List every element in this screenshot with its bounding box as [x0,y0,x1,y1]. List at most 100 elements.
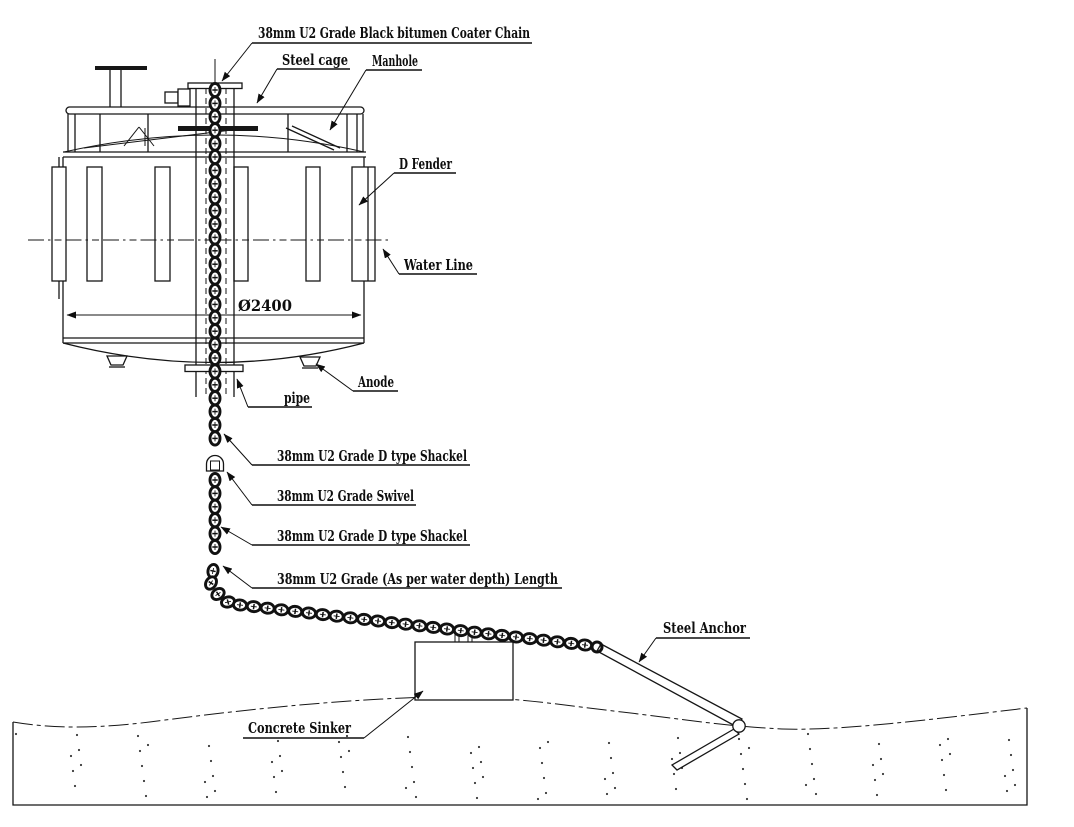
seabed-border [12,708,1028,806]
chain-link [208,256,222,273]
steel-anchor [596,643,746,771]
seabed-dot [879,757,883,761]
chain-link [300,605,318,621]
seabed-dot [540,761,544,765]
chain-link [208,336,222,353]
pipe-side-fitting [164,91,179,104]
chain-link [521,631,539,646]
seabed-dot [347,749,351,753]
seabed-dot [806,732,810,736]
seabed-dot [272,775,276,779]
chain-link [465,624,484,640]
chain-link [507,629,525,645]
label-swivel: 38mm U2 Grade Swivel [277,488,414,505]
chain-link [208,512,222,529]
fender [86,166,103,282]
label-pipe: pipe [284,390,310,407]
seabed-surface-line [12,696,1028,730]
seabed-dot [144,794,148,798]
chain-link [208,498,222,515]
seabed-dot [544,791,548,795]
anchor-fluke [670,728,741,771]
seabed-dot [873,778,877,782]
seabed-dot [810,762,814,766]
label-chain-length: 38mm U2 Grade (As per water depth) Lengt… [277,571,558,588]
seabed-dot [142,779,146,783]
chain-link [208,215,222,233]
seabed-dot [71,769,75,773]
label-steel-cage: Steel cage [282,52,348,69]
chain-link [327,608,346,624]
chain-link [208,175,222,192]
fender-d-profile [351,166,376,282]
cage-braces [83,126,233,149]
chain-end-ring [590,640,604,654]
fender [233,166,249,282]
seabed-dot [1007,738,1011,742]
seabed-dot [670,757,674,761]
chain-link [548,634,567,650]
seabed-dot [339,755,343,759]
seabed-dot [211,774,215,778]
chain-link [208,202,222,219]
chain-link [208,309,222,326]
seabed-dot [804,783,808,787]
seabed-dot [203,780,207,784]
seabed-dot [745,797,749,801]
chain-link [208,135,222,152]
mooring-chain [201,81,594,653]
seabed-dot [944,788,948,792]
seabed-dot [146,743,150,747]
seabed-dot [737,737,741,741]
seabed-dot [808,747,812,751]
seabed-dot [613,786,617,790]
seabed-dot [475,796,479,800]
concrete-sinker [414,628,514,701]
chain-link [208,282,222,300]
seabed-dot [138,749,142,753]
seabed-dot [406,735,410,739]
seabed-dot [140,764,144,768]
seabed-dot [871,763,875,767]
seabed-dot [79,763,83,767]
fender [305,166,321,282]
seabed-dot [1011,768,1015,772]
chain-link [396,616,415,632]
seabed-dot [1013,783,1017,787]
seabed-dot [542,776,546,780]
seabed-dot [481,775,485,779]
chain-link [341,610,360,626]
anode-block [105,355,129,366]
seabed-dot [1005,789,1009,793]
seabed-dot [345,734,349,738]
label-chain-top: 38mm U2 Grade Black bitumen Coater Chain [258,25,530,42]
seabed-dot [942,773,946,777]
anchor-crown [732,719,746,733]
chain-link [314,607,332,622]
pipe-side-fitting [177,88,191,107]
seabed-dot [741,767,745,771]
fender [154,166,171,282]
chain-link [208,269,222,286]
seabed-dot [940,758,944,762]
swivel-fitting [205,454,225,472]
seabed-dot [69,754,73,758]
seabed-dot [948,752,952,756]
seabed-dot [479,760,483,764]
label-concrete-sinker: Concrete Sinker [248,720,351,737]
chain-link [208,229,222,246]
fenders [51,166,376,282]
seabed-dot [469,751,473,755]
chain-link [208,416,222,434]
chain-link [208,81,222,99]
chain-link [208,95,222,112]
chain-link [452,623,470,638]
seabed-dot [538,746,542,750]
label-shackle-upper: 38mm U2 Grade D type Shackel [277,448,467,465]
chain-link [208,430,222,447]
chain-link [208,403,222,420]
fender [51,166,67,282]
chain-link [258,600,277,616]
seabed-dot [536,797,540,801]
